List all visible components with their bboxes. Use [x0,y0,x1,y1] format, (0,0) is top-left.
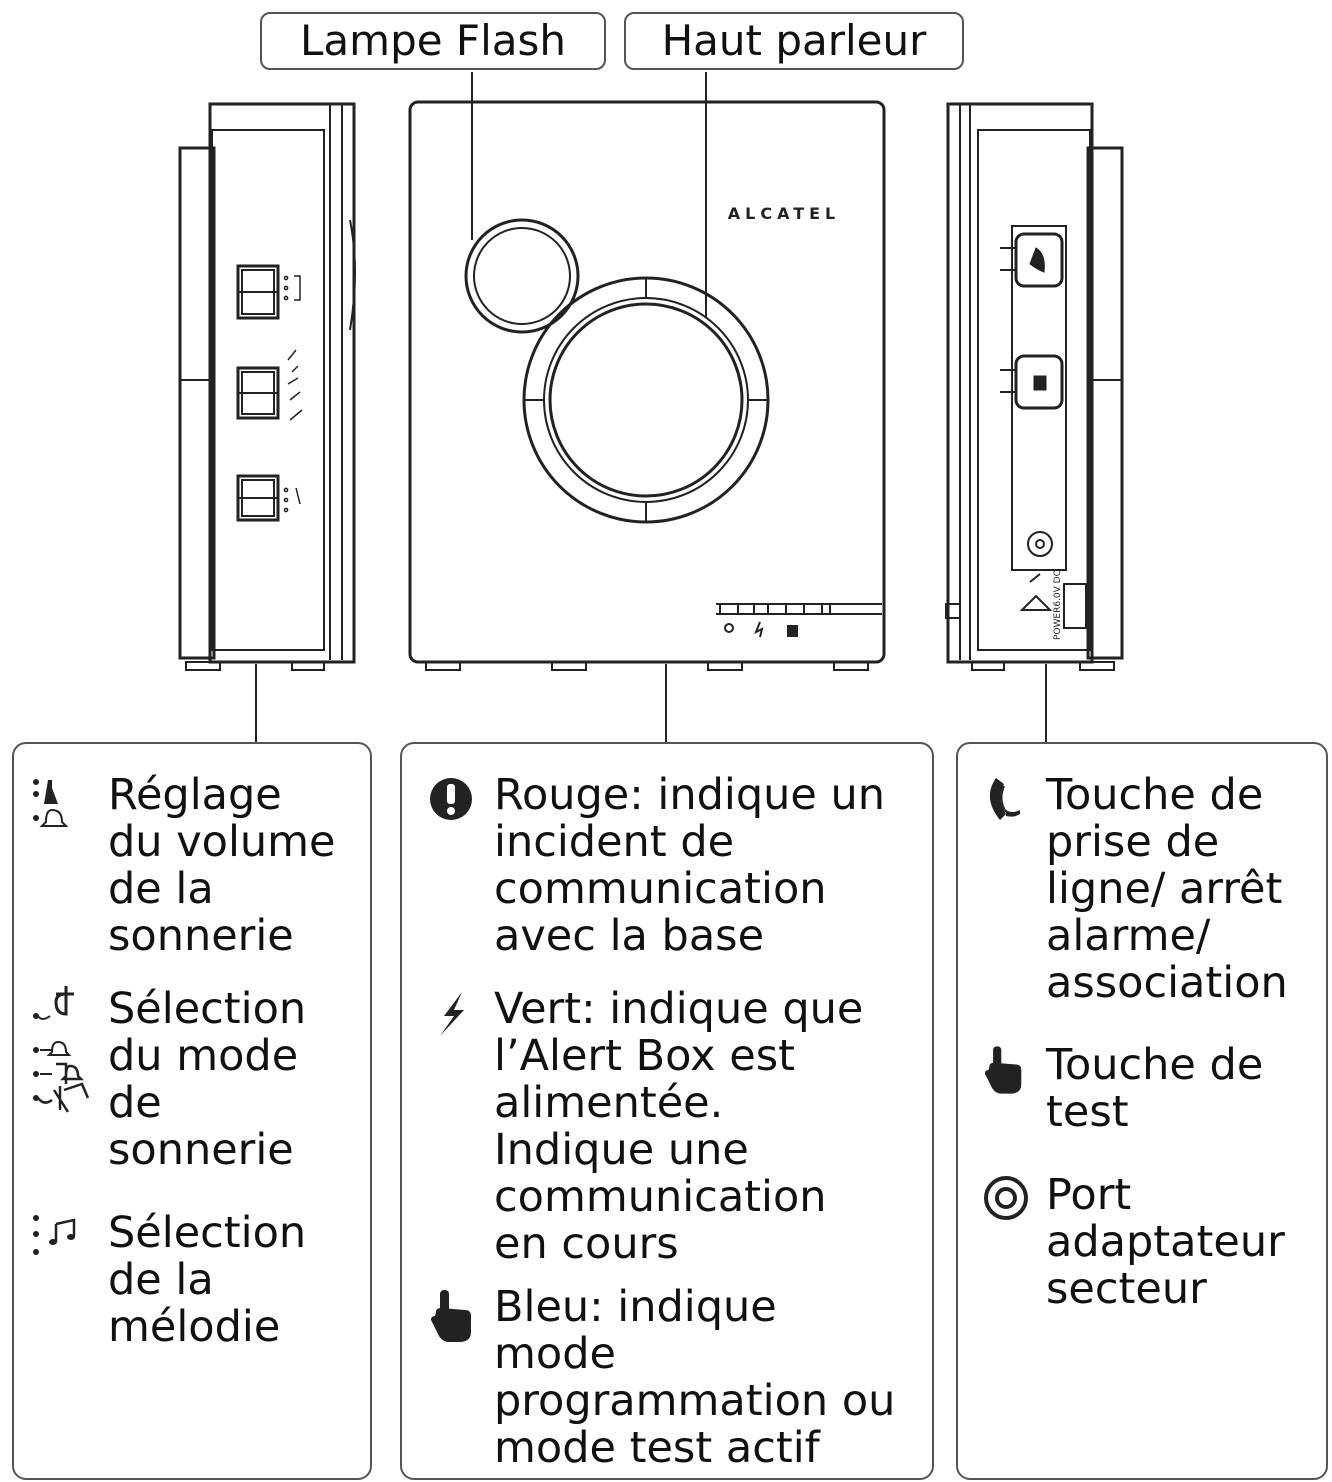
leader-lines [255,72,1047,742]
middle-panel [400,742,934,1480]
pointing-hand-icon [431,1290,471,1342]
red-led-label: Rouge: indique un incident de communicat… [494,770,886,961]
flash-lamp [464,218,580,334]
line-key-button [1014,232,1064,288]
blue-led-label: Bleu: indique mode programmation ou mode… [494,1282,896,1473]
test-key-button [1014,354,1064,410]
ring-mode-label: Sélection du mode de sonnerie [108,984,307,1175]
alert-exclamation-icon [430,778,472,820]
right-side-view: POWER6.0V DC [945,102,1124,671]
power-port-label: Port adaptateur secteur [1046,1170,1285,1314]
pointing-hand-icon [984,1046,1022,1094]
power-port [1027,531,1053,557]
test-key-label: Touche de test [1046,1040,1264,1137]
handset-icon [989,778,1020,820]
melody-selection-label: Sélection de la mélodie [108,1208,307,1352]
speaker-callout: Haut parleur [624,12,964,70]
left-panel [12,742,372,1480]
ring-mode-icon [33,986,90,1113]
brand-logo: ALCATEL [728,204,841,223]
left-side-view [178,102,356,671]
flash-lamp-callout: Lampe Flash [260,12,606,70]
right-panel [956,742,1328,1480]
front-view: ALCATEL [408,100,886,671]
led-indicators [716,603,882,638]
power-port-icon [984,1176,1028,1220]
green-led-label: Vert: indique que l’Alert Box est alimen… [494,984,864,1269]
melody-note-icon [33,1215,76,1255]
speaker [522,276,770,524]
power-label: POWER6.0V DC [1053,570,1063,640]
volume-level-icon [33,779,69,827]
line-key-label: Touche de prise de ligne/ arrêt alarme/ … [1046,770,1288,1008]
lightning-bolt-icon [440,992,464,1036]
volume-setting-label: Réglage du volume de la sonnerie [108,770,336,961]
